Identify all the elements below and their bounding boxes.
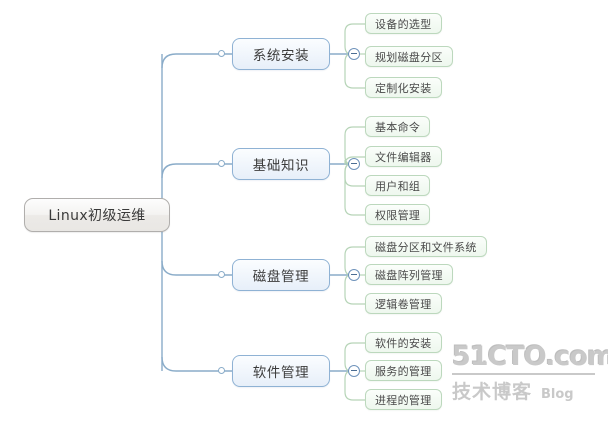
- leaf-node[interactable]: 用户和组: [365, 175, 431, 196]
- leaf-node[interactable]: 磁盘分区和文件系统: [365, 236, 487, 257]
- leaf-node[interactable]: 磁盘阵列管理: [365, 264, 453, 285]
- watermark-cn-text: 技术博客: [452, 381, 533, 403]
- leaf-node[interactable]: 基本命令: [365, 116, 431, 137]
- watermark-main-text: 51CTO.com: [452, 341, 608, 372]
- branch-node-basics[interactable]: 基础知识: [232, 148, 330, 180]
- branch-node-label: 系统安装: [252, 48, 310, 64]
- collapse-toggle-icon-basics[interactable]: [348, 158, 360, 170]
- link-dot-icon: [218, 271, 225, 278]
- leaf-node[interactable]: 规划磁盘分区: [365, 46, 453, 67]
- watermark-blog-text: Blog: [541, 387, 574, 402]
- leaf-node-label: 用户和组: [375, 179, 421, 193]
- link-dot-icon: [218, 50, 225, 57]
- leaf-node-label: 服务的管理: [375, 364, 432, 378]
- leaf-node-label: 文件编辑器: [375, 150, 432, 164]
- leaf-node-label: 规划磁盘分区: [375, 50, 443, 64]
- leaf-node-label: 逻辑卷管理: [375, 297, 432, 311]
- leaf-node-label: 磁盘阵列管理: [375, 268, 443, 282]
- leaf-node-label: 进程的管理: [375, 393, 432, 407]
- leaf-node-label: 定制化安装: [375, 81, 432, 95]
- leaf-node-label: 磁盘分区和文件系统: [375, 240, 477, 254]
- leaf-node[interactable]: 设备的选型: [365, 13, 442, 34]
- root-node-label: Linux初级运维: [48, 208, 146, 224]
- leaf-node-label: 基本命令: [375, 120, 421, 134]
- leaf-node[interactable]: 权限管理: [365, 204, 431, 225]
- leaf-node-label: 软件的安装: [375, 336, 432, 350]
- collapse-toggle-icon-disk-management[interactable]: [348, 269, 360, 281]
- leaf-node[interactable]: 逻辑卷管理: [365, 293, 442, 314]
- root-node[interactable]: Linux初级运维: [24, 198, 170, 232]
- link-dot-icon: [218, 367, 225, 374]
- leaf-node[interactable]: 文件编辑器: [365, 146, 442, 167]
- branch-node-disk-management[interactable]: 磁盘管理: [232, 259, 330, 291]
- leaf-node-label: 权限管理: [375, 208, 421, 222]
- leaf-node-label: 设备的选型: [375, 17, 432, 31]
- branch-node-label: 基础知识: [252, 158, 310, 174]
- leaf-node[interactable]: 软件的安装: [365, 332, 442, 353]
- collapse-toggle-icon-software-management[interactable]: [348, 365, 360, 377]
- collapse-toggle-icon-system-install[interactable]: [348, 48, 360, 60]
- branch-node-system-install[interactable]: 系统安装: [232, 38, 330, 70]
- watermark-divider: [452, 373, 595, 375]
- leaf-node[interactable]: 服务的管理: [365, 360, 442, 381]
- link-dot-icon: [218, 160, 225, 167]
- branch-node-label: 软件管理: [252, 365, 310, 381]
- watermark: 51CTO.com 技术博客 Blog: [452, 341, 608, 403]
- branch-node-software-management[interactable]: 软件管理: [232, 355, 330, 387]
- branch-node-label: 磁盘管理: [252, 269, 310, 285]
- leaf-node[interactable]: 进程的管理: [365, 389, 442, 410]
- leaf-node[interactable]: 定制化安装: [365, 77, 442, 98]
